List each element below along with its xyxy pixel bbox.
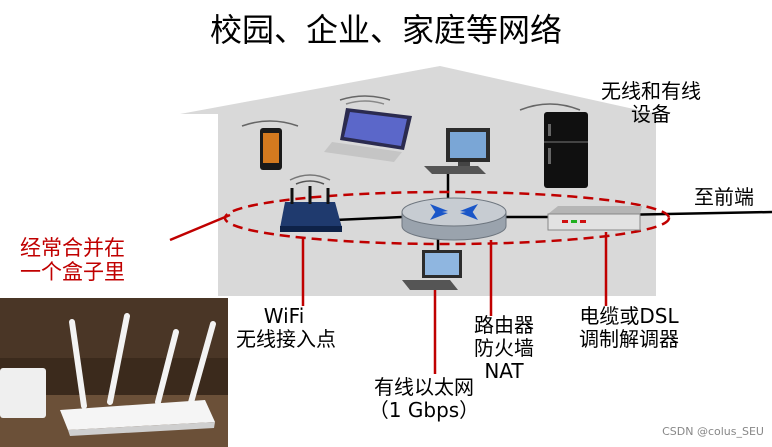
to-frontend-label: 至前端 (694, 186, 754, 209)
modem-label-line-2: 调制解调器 (566, 328, 692, 351)
combined-box-label: 经常合并在 一个盒子里 (20, 236, 125, 284)
ethernet-label-line-1: 有线以太网 (362, 376, 486, 399)
router-photo (0, 298, 228, 447)
wifi-label-line-2: 无线接入点 (236, 328, 332, 351)
combined-label-line-2: 一个盒子里 (20, 260, 125, 284)
ethernet-label-line-2: （1 Gbps） (362, 399, 486, 422)
router-label-line-1: 路由器 (462, 314, 546, 337)
ethernet-label: 有线以太网 （1 Gbps） (362, 376, 486, 422)
modem-label: 电缆或DSL 调制解调器 (566, 305, 692, 351)
router-label: 路由器 防火墙 NAT (462, 314, 546, 383)
combined-label-line-1: 经常合并在 (20, 236, 125, 260)
devices-label: 无线和有线 设备 (588, 80, 714, 126)
devices-label-line-1: 无线和有线 (588, 80, 714, 103)
devices-label-line-2: 设备 (588, 103, 714, 126)
watermark: CSDN @colus_SEU (662, 426, 764, 439)
modem-label-line-1: 电缆或DSL (566, 305, 692, 328)
wifi-label-line-1: WiFi (236, 305, 332, 328)
wifi-access-point-label: WiFi 无线接入点 (236, 305, 332, 351)
page-title: 校园、企业、家庭等网络 (0, 12, 772, 49)
modem-icon (548, 206, 642, 230)
router-label-line-2: 防火墙 (462, 337, 546, 360)
router-icon (402, 198, 506, 240)
